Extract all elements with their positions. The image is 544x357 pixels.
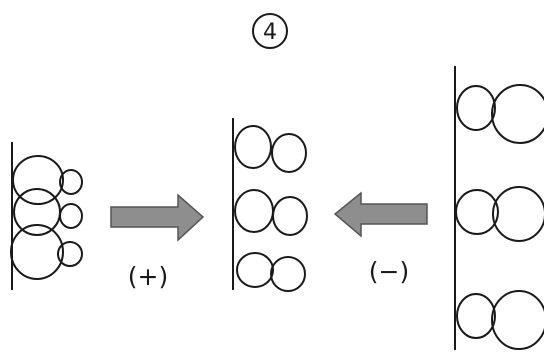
left-group	[10, 142, 83, 290]
left-small-particle-bottom	[57, 241, 83, 267]
center-large-particle-bottom	[236, 252, 274, 288]
left-arrow	[110, 193, 205, 242]
left-large-particle-top	[12, 155, 64, 205]
left-arrow-label: (+)	[128, 262, 168, 291]
left-large-particle-middle	[13, 188, 61, 236]
right-small-particle-middle	[455, 189, 499, 235]
right-arrow-label: (−)	[369, 257, 409, 286]
right-arrow	[333, 191, 428, 238]
center-small-particle-middle	[272, 196, 308, 236]
center-small-particle-top	[271, 133, 307, 173]
right-group	[454, 66, 544, 350]
figure-number-text: 4	[263, 20, 277, 45]
right-large-particle-bottom	[491, 290, 544, 350]
right-pointing-arrow-icon	[110, 193, 205, 242]
center-large-particle-top	[234, 125, 272, 169]
right-large-particle-top	[491, 84, 544, 144]
left-large-particle-bottom	[10, 224, 64, 280]
right-small-particle-top	[456, 85, 496, 131]
center-group	[232, 118, 308, 292]
left-pointing-arrow-icon	[333, 191, 428, 238]
figure-number: 4	[252, 13, 288, 49]
right-small-particle-bottom	[456, 293, 496, 339]
center-large-particle-middle	[234, 189, 274, 233]
figure-number-circle	[252, 13, 288, 49]
left-small-particle-top	[59, 169, 83, 195]
right-large-particle-middle	[492, 186, 544, 242]
center-small-particle-bottom	[270, 256, 306, 292]
left-small-particle-middle	[59, 203, 83, 229]
